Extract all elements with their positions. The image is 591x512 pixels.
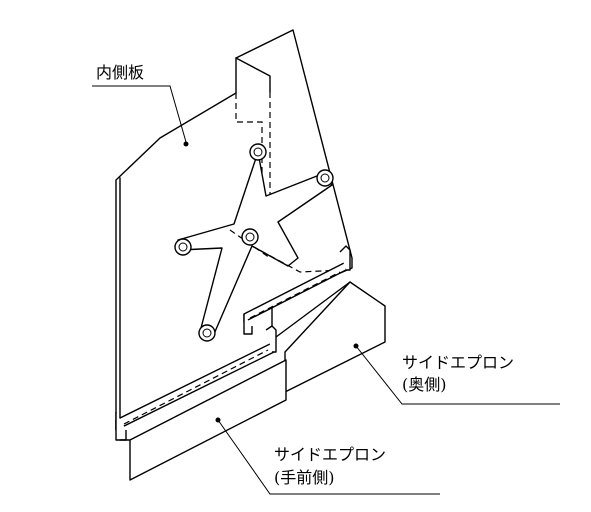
ref-dot-side-apron-front: [215, 417, 221, 423]
leader-side-apron-front: [217, 419, 440, 495]
label-side-apron-back-line1: サイドエプロン: [402, 353, 514, 372]
label-side-apron-front-line1: サイドエプロン: [274, 445, 386, 464]
side-apron-front: [115, 325, 287, 481]
bolt-top: [249, 143, 267, 161]
bracket-bolts: [174, 143, 334, 342]
label-side-apron-back-line2: (奥側): [402, 375, 447, 394]
bolt-center: [241, 228, 259, 246]
leader-side-apron-back: [355, 345, 560, 405]
leader-inner-side-plate: [92, 85, 187, 143]
ref-dot-side-apron-back: [353, 343, 359, 349]
bolt-right: [316, 169, 334, 187]
bolt-left: [174, 238, 192, 256]
side-apron-back: [243, 245, 386, 393]
leader-lines: [92, 85, 560, 495]
ref-dot-inner-side-plate: [183, 141, 189, 147]
label-inner-side-plate: 内側板: [96, 63, 144, 82]
label-side-apron-front-line2: (手前側): [274, 468, 335, 487]
bolt-bottom: [198, 324, 216, 342]
